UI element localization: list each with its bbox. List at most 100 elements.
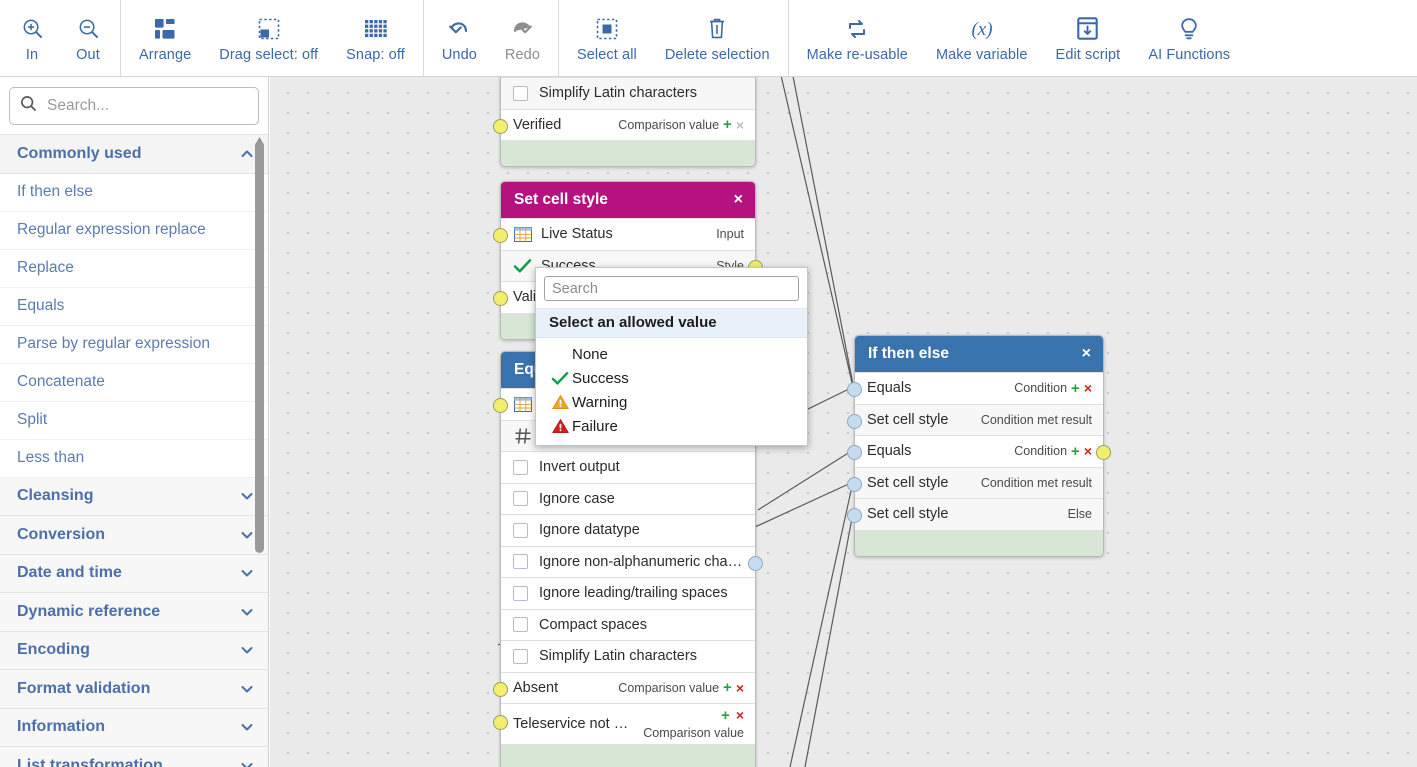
node-row-condition-2[interactable]: Equals Condition + × [847,435,1111,467]
input-port[interactable] [493,715,508,730]
node-row-ignore-datatype[interactable]: Ignore datatype [501,514,755,546]
input-port[interactable] [493,118,508,134]
checkbox-ignore-datatype[interactable] [513,522,528,538]
node-header-if-then-else[interactable]: If then else × [855,336,1103,372]
checkbox-compact-spaces[interactable] [513,617,528,633]
flow-canvas[interactable]: Simplify Latin characters Verified Compa… [270,77,1417,767]
node-row-condition-met-result-1[interactable]: Set cell style Condition met result [847,403,1103,435]
palette-item-if-then-else[interactable]: If then else [0,173,268,212]
select-all-button[interactable]: Select all [563,0,651,76]
node-row[interactable]: Simplify Latin characters [501,77,755,109]
palette-item-split[interactable]: Split [0,401,268,440]
arrange-button[interactable]: Arrange [125,0,205,76]
remove-comparison-value-button[interactable]: × [735,116,744,133]
node-row-condition-1[interactable]: Equals Condition + × [847,372,1103,404]
checkbox-ignore-case[interactable] [513,491,528,507]
sidebar-scrollbar-track[interactable] [255,137,266,767]
add-condition-button[interactable]: + [1071,379,1080,397]
drag-select-button[interactable]: Drag select: off [205,0,332,76]
snap-button[interactable]: Snap: off [332,0,419,76]
ai-functions-button[interactable]: AI Functions [1134,0,1244,76]
make-reusable-button[interactable]: Make re-usable [793,0,922,76]
node-row-compact-spaces[interactable]: Compact spaces [501,608,755,640]
delete-selection-button[interactable]: Delete selection [651,0,784,76]
node-row-ignore-case[interactable]: Ignore case [501,482,755,514]
remove-condition-button[interactable]: × [1083,443,1092,460]
checkbox-ignore-non-alphanumeric-characters[interactable] [513,554,528,570]
zoom-out-button[interactable]: Out [60,0,116,76]
node-row-simplify-latin-characters[interactable]: Simplify Latin characters [501,640,755,672]
zoom-in-button[interactable]: In [4,0,60,76]
remove-condition-button[interactable]: × [1083,380,1092,397]
checkbox-simplify-latin-characters[interactable] [513,85,528,101]
add-comparison-value-button[interactable]: + [723,116,732,134]
output-port[interactable] [748,555,763,571]
node-header-set-cell-style[interactable]: Set cell style × [501,182,755,218]
palette-item-equals[interactable]: Equals [0,287,268,326]
add-comparison-value-button[interactable]: + [723,679,732,697]
sidebar-scrollbar-thumb[interactable] [255,141,264,553]
input-port[interactable] [847,445,862,460]
category-header-encoding[interactable]: Encoding [0,631,268,670]
category-header-commonly-used[interactable]: Commonly used [0,135,268,174]
close-icon[interactable]: × [1081,345,1091,362]
checkbox-ignore-leading-trailing-spaces[interactable] [513,585,528,601]
dropdown-option-none[interactable]: None [536,342,807,366]
allowed-value-dropdown[interactable]: Select an allowed value None Success [535,267,808,446]
dropdown-option-warning[interactable]: Warning [536,390,807,414]
palette-item-regular-expression-replace[interactable]: Regular expression replace [0,211,268,250]
row-label: Live Status [541,226,613,243]
input-port[interactable] [847,508,862,523]
make-variable-button[interactable]: (x) Make variable [922,0,1042,76]
edit-script-button[interactable]: Edit script [1042,0,1135,76]
category-header-conversion[interactable]: Conversion [0,516,268,555]
redo-button[interactable]: Redo [491,0,554,76]
node-row-absent[interactable]: Absent Comparison value + × [493,671,755,703]
row-label: Simplify Latin characters [539,648,697,665]
node-equals-top[interactable]: Simplify Latin characters Verified Compa… [493,77,756,167]
palette-item-replace[interactable]: Replace [0,249,268,288]
undo-button[interactable]: Undo [428,0,491,76]
node-title: Set cell style [514,191,608,208]
checkbox-simplify-latin-characters[interactable] [513,648,528,664]
remove-comparison-value-button[interactable]: × [735,707,744,723]
category-header-dynamic-reference[interactable]: Dynamic reference [0,593,268,632]
dropdown-option-success[interactable]: Success [536,366,807,390]
node-row-teleservice-not-provisioned[interactable]: Teleservice not provisi… + × Comparison … [493,703,755,745]
node-if-then-else[interactable]: If then else × Equals Condition + × Set … [847,335,1111,557]
input-port[interactable] [847,413,862,429]
close-icon[interactable]: × [733,191,743,208]
category-header-cleansing[interactable]: Cleansing [0,477,268,516]
checkbox-invert-output[interactable] [513,459,528,475]
category-header-information[interactable]: Information [0,708,268,747]
node-row-ignore-non-alphanumeric[interactable]: Ignore non-alphanumeric characters [501,545,763,577]
dropdown-option-failure[interactable]: Failure [536,414,807,438]
category-header-list-transformation[interactable]: List transformation [0,747,268,767]
remove-comparison-value-button[interactable]: × [735,679,744,696]
node-row-verified[interactable]: Verified Comparison value + × [493,108,755,140]
input-port[interactable] [493,228,508,243]
palette-item-less-than[interactable]: Less than [0,439,268,478]
output-port[interactable] [1096,445,1111,460]
undo-label: Undo [441,46,477,63]
input-port[interactable] [493,291,508,306]
input-port[interactable] [493,398,508,413]
input-port[interactable] [493,681,508,697]
add-condition-button[interactable]: + [1071,442,1080,460]
search-input[interactable] [47,97,248,115]
category-header-date-and-time[interactable]: Date and time [0,554,268,593]
node-row-condition-met-result-2[interactable]: Set cell style Condition met result [847,466,1103,498]
dropdown-search-input[interactable] [544,276,799,301]
node-row-ignore-leading-trailing-spaces[interactable]: Ignore leading/trailing spaces [501,577,755,609]
palette-item-parse-by-regular-expression[interactable]: Parse by regular expression [0,325,268,364]
dropdown-title: Select an allowed value [536,308,807,338]
node-row-invert-output[interactable]: Invert output [501,451,755,483]
input-port[interactable] [847,382,862,397]
node-row-live-status[interactable]: Live Status Input [493,218,755,250]
palette-item-concatenate[interactable]: Concatenate [0,363,268,402]
add-comparison-value-button[interactable]: + [721,707,730,724]
search-box[interactable] [9,87,259,125]
input-port[interactable] [847,476,862,492]
category-header-format-validation[interactable]: Format validation [0,670,268,709]
node-row-else[interactable]: Set cell style Else [847,498,1103,530]
